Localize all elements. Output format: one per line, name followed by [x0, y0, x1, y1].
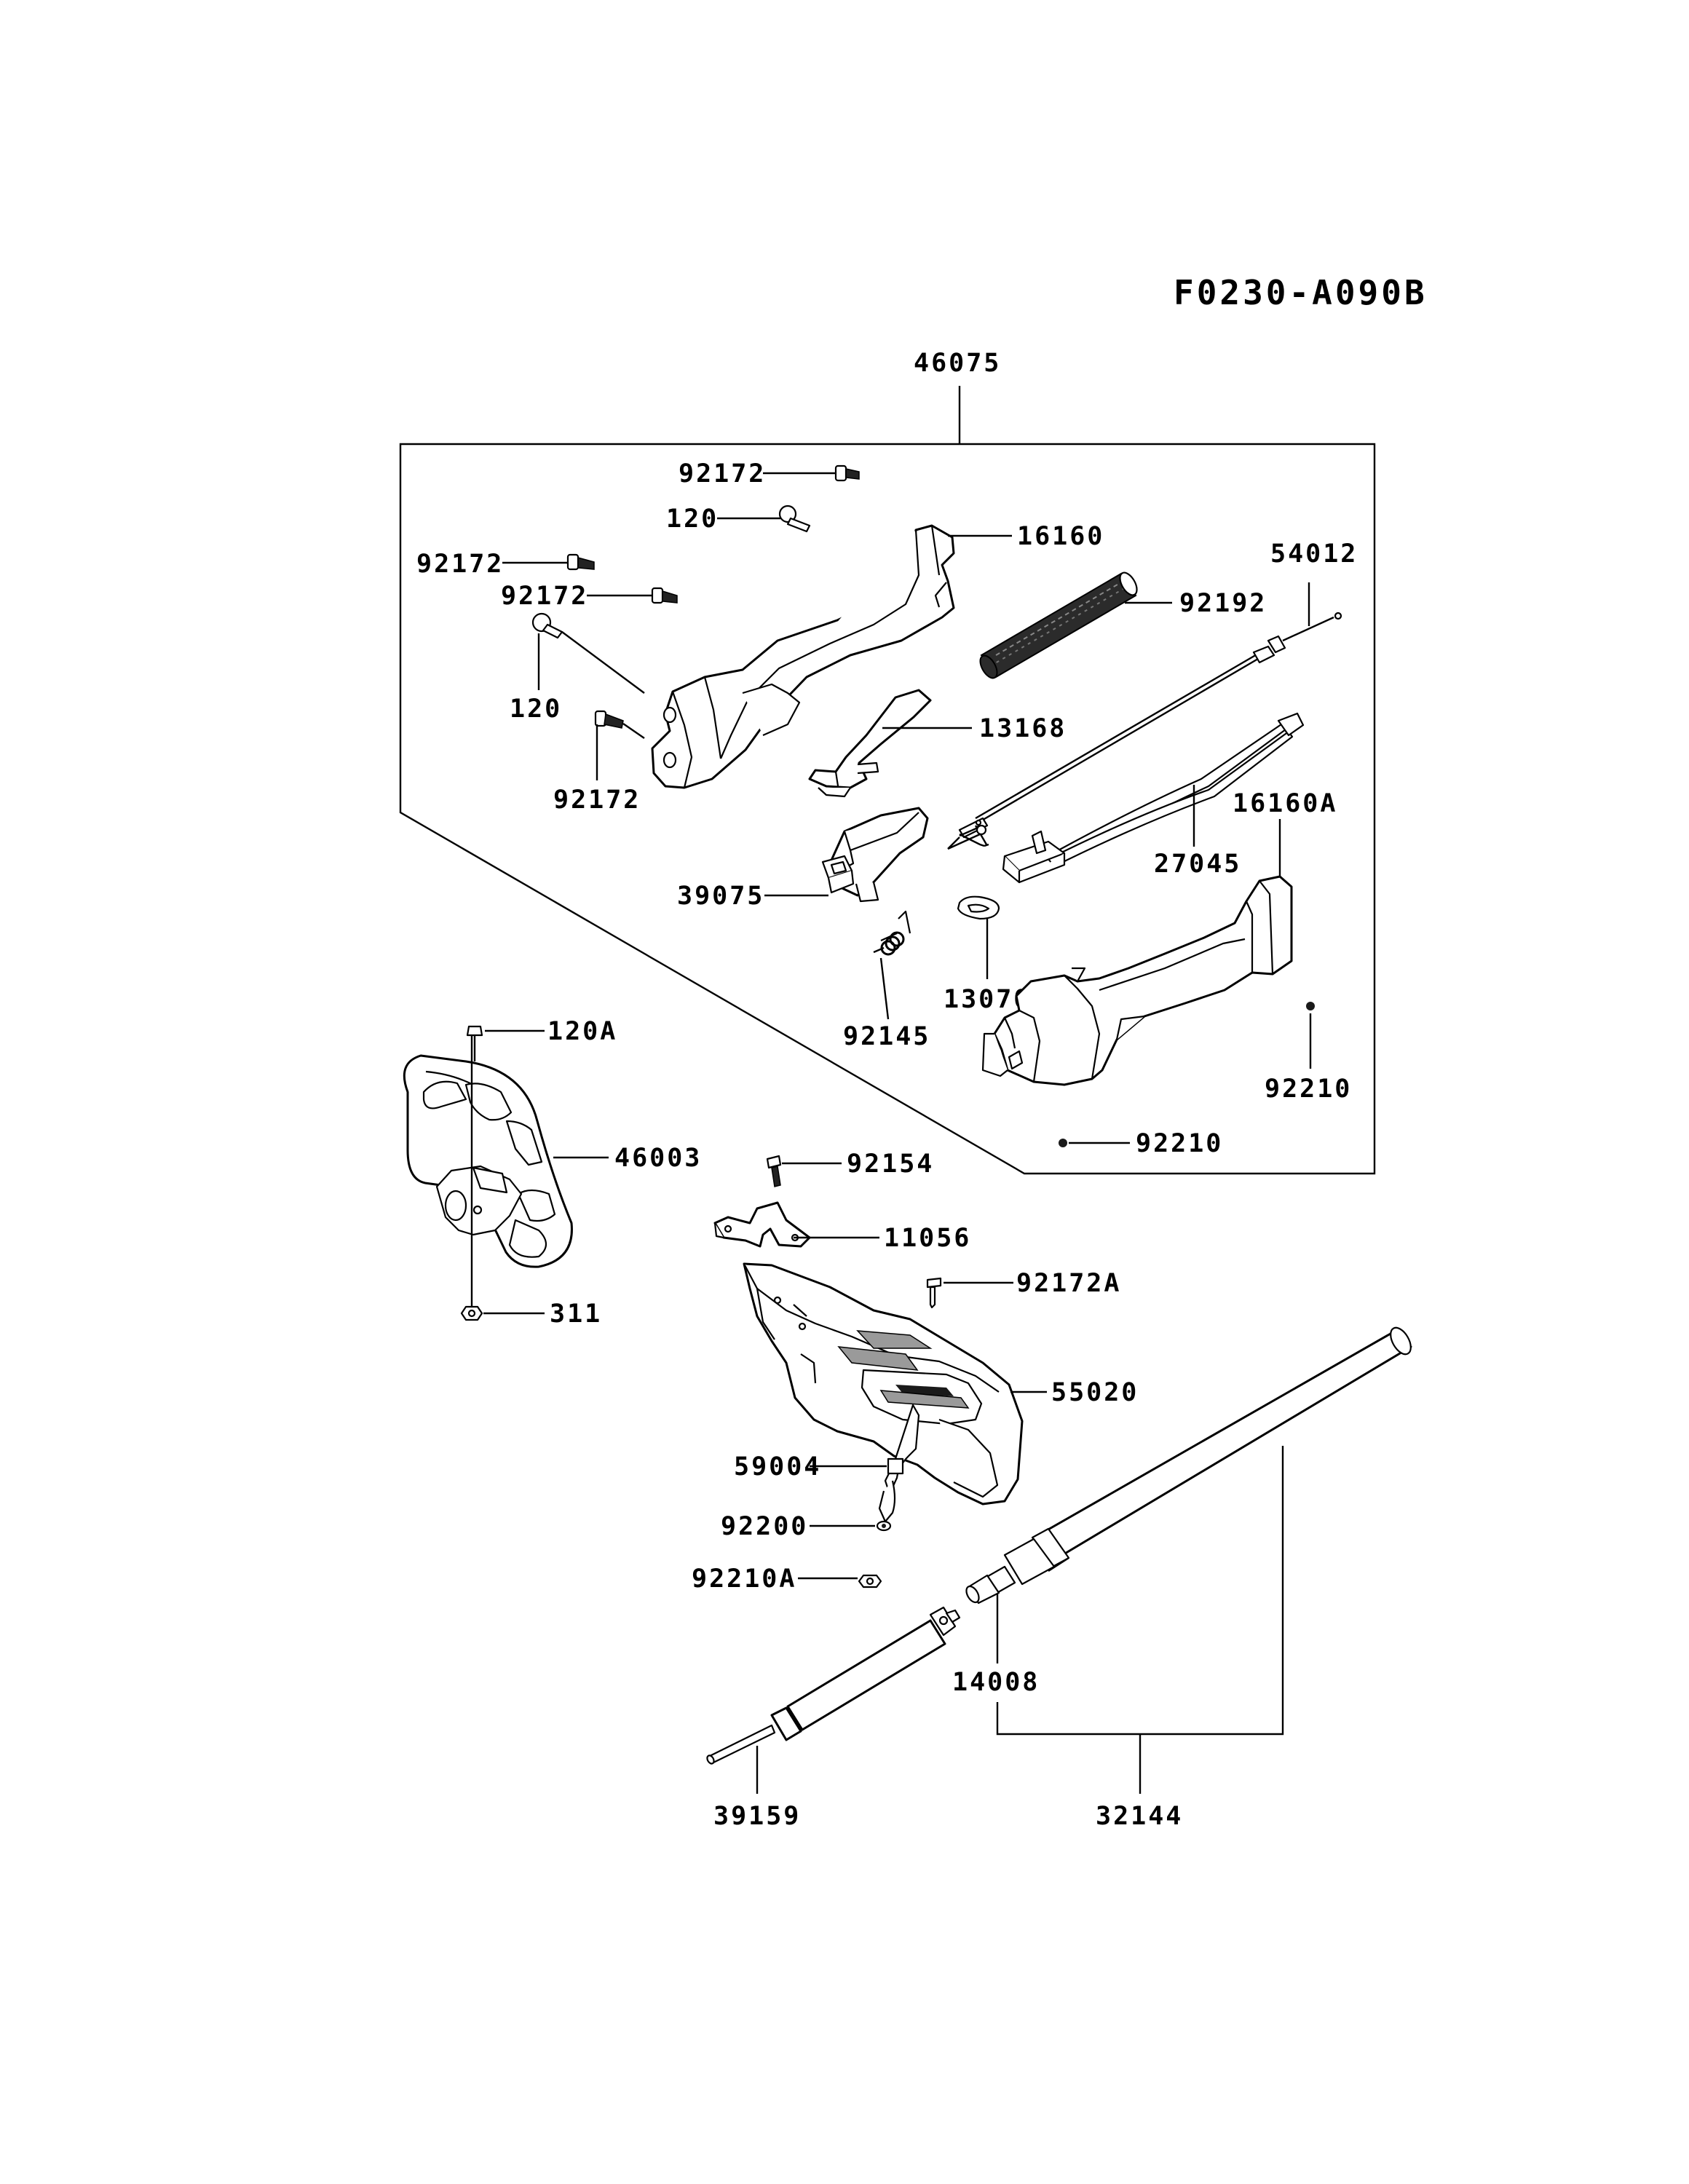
part-label-55020: 55020 [1051, 1378, 1139, 1407]
torsion-spring-13070 [957, 895, 1000, 979]
part-label-92210-bottom: 92210 [1136, 1129, 1223, 1158]
loop-handle-46003 [403, 1054, 609, 1268]
lockout-lever-39075 [764, 807, 929, 903]
part-label-92172A: 92172A [1016, 1269, 1121, 1298]
grip-sleeve-92192 [979, 571, 1172, 679]
screw-92154 [766, 1155, 842, 1187]
tube-32144 [965, 1326, 1412, 1605]
throttle-cable-54012 [947, 582, 1342, 850]
part-label-16160: 16160 [1017, 522, 1104, 551]
nut-311 [460, 1305, 545, 1321]
part-label-92145: 92145 [843, 1022, 930, 1051]
part-label-16160A: 16160A [1233, 789, 1337, 818]
part-label-11056: 11056 [884, 1224, 971, 1253]
nut-92210A [798, 1574, 882, 1588]
part-label-92210A: 92210A [692, 1564, 796, 1594]
screw-92172-lower [594, 710, 645, 780]
part-label-311: 311 [550, 1299, 602, 1329]
part-label-13070: 13070 [944, 985, 1031, 1014]
part-label-92172-lower: 92172 [553, 786, 641, 815]
washer-92200 [810, 1520, 892, 1532]
part-label-13168: 13168 [979, 714, 1067, 743]
handle-half-16160A [981, 819, 1293, 1086]
part-label-32144: 32144 [1096, 1802, 1183, 1831]
bolt-120-left [531, 612, 645, 694]
bracket-11056 [713, 1201, 879, 1248]
nut-92210-right [1306, 1002, 1315, 1069]
spring-92145 [873, 910, 911, 1020]
throttle-trigger-13168 [808, 689, 972, 798]
bolt-120A [466, 1025, 545, 1310]
nut-92210-bottom [1059, 1139, 1130, 1147]
part-label-46075: 46075 [914, 349, 1001, 378]
screw-92172-left [502, 553, 595, 571]
guard-55020 [743, 1262, 1047, 1523]
part-label-120-top: 120 [666, 505, 719, 534]
assembly-46075-outline [399, 386, 1376, 1175]
part-label-54012: 54012 [1270, 539, 1358, 569]
part-label-92154: 92154 [847, 1150, 934, 1179]
drive-shaft-39159 [706, 1606, 961, 1794]
part-label-92172-left: 92172 [416, 550, 504, 579]
clip-59004 [810, 1457, 904, 1475]
figure-code: F0230-A090B [1174, 273, 1428, 312]
part-label-92172-mid: 92172 [501, 582, 588, 611]
screw-92172-top [763, 464, 860, 482]
part-label-39075: 39075 [677, 882, 764, 911]
part-label-14008: 14008 [952, 1668, 1040, 1697]
part-label-39159: 39159 [713, 1802, 801, 1831]
bracket-32144 [996, 1446, 1284, 1794]
part-label-46003: 46003 [614, 1144, 702, 1173]
part-label-92172-top: 92172 [679, 459, 766, 488]
part-label-120A: 120A [547, 1017, 617, 1046]
part-label-92200: 92200 [721, 1512, 808, 1541]
part-label-92192: 92192 [1179, 589, 1267, 618]
part-label-92210-right: 92210 [1265, 1075, 1352, 1104]
bolt-120-top [717, 505, 811, 533]
part-label-27045: 27045 [1154, 850, 1241, 879]
part-label-59004: 59004 [734, 1452, 821, 1481]
handle-half-16160 [651, 524, 1012, 789]
screw-92172A [926, 1277, 1013, 1309]
switch-wire-27045 [1002, 712, 1305, 884]
screw-92172-mid [587, 587, 678, 604]
part-label-120-left: 120 [510, 695, 562, 724]
